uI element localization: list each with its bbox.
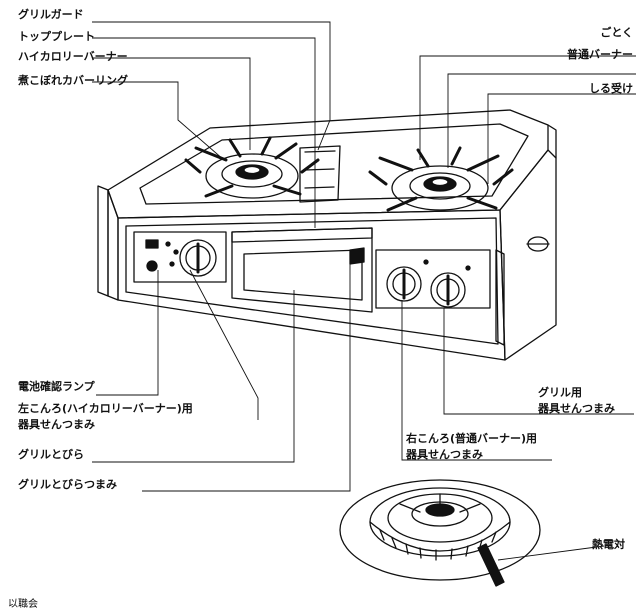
grill-knob [430,272,466,308]
thermocouple-probe [477,543,505,587]
right-control-panel [375,249,491,309]
grill-guard [299,145,341,203]
label-normal-burner: 普通バーナー [567,48,633,61]
label-grill-guard: グリルガード [18,8,84,21]
label-thermocouple: 熱電対 [592,538,625,551]
battery-lamp [145,239,159,249]
left-knob [179,239,217,277]
label-trivet: ごとく [600,26,633,39]
label-spill-cover-ring: 煮こぼれカバーリング [18,74,128,87]
left-burner-ring [205,153,299,199]
left-trivet [184,136,320,198]
right-knob [386,266,422,302]
label-right-knob-line2: 器具せんつまみ [406,448,483,461]
footer-fragment: 以職会 [8,599,38,610]
label-grill-door-knob: グリルとびらつまみ [18,478,117,491]
right-burner-ring [391,165,489,211]
label-left-knob-line1: 左こんろ(ハイカロリーバーナー)用 [18,402,193,415]
label-grill-door: グリルとびら [18,448,84,461]
label-left-knob-line2: 器具せんつまみ [18,418,95,431]
label-drip-tray: しる受け [589,82,633,95]
right-trivet [368,146,514,212]
label-top-plate: トッププレート [18,30,95,43]
label-battery-lamp: 電池確認ランプ [18,380,95,393]
label-high-calorie-burner: ハイカロリーバーナー [18,50,128,63]
burner-detail-outer [339,479,541,581]
label-grill-knob-line1: グリル用 [538,386,582,399]
grill-door-knob [349,247,365,265]
label-right-knob-line1: 右こんろ(普通バーナー)用 [406,432,538,445]
left-control-panel [133,231,227,283]
front-panel [117,209,506,361]
left-side-panel [107,189,119,301]
label-grill-knob-line2: 器具せんつまみ [538,402,615,415]
right-side-panel [499,149,557,361]
